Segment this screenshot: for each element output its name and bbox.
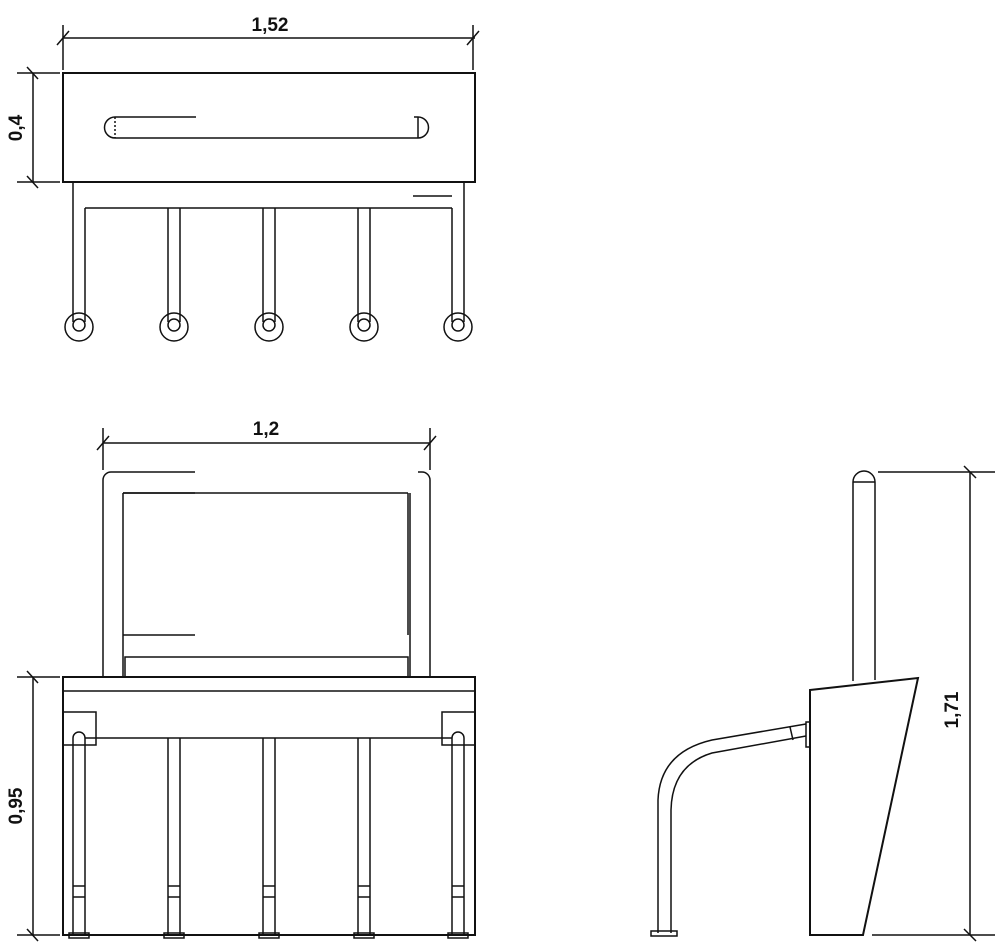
seat-top: [62, 72, 476, 183]
support-arm: [657, 723, 807, 933]
dimension-label: 1,71: [942, 691, 963, 728]
foot-plate: [650, 930, 678, 937]
dimension-label: 0,4: [6, 114, 27, 141]
dimension-height-095: 0,95: [6, 670, 60, 942]
legs: [68, 731, 469, 939]
mounting-bracket: [62, 711, 97, 746]
mounting-bracket: [441, 711, 476, 746]
legs-with-wheels: [64, 183, 473, 342]
seat-body-front: [62, 676, 476, 936]
dimension-height-171: 1,71: [872, 465, 995, 942]
backrest-post: [852, 470, 876, 681]
top-view: 1,52 0,4: [6, 15, 480, 342]
slot: [103, 116, 430, 139]
dimension-depth-04: 0,4: [6, 66, 60, 189]
dimension-width-152: 1,52: [56, 15, 480, 70]
front-view: 1,2 0,95: [6, 419, 476, 942]
dimension-label: 0,95: [6, 787, 27, 824]
side-view: 1,71: [650, 465, 995, 942]
dimension-label: 1,52: [252, 15, 289, 36]
dimension-backrest-12: 1,2: [96, 419, 437, 470]
seat-body-side: [809, 676, 920, 936]
backrest-frame: [102, 471, 431, 678]
dimension-label: 1,2: [253, 419, 279, 440]
